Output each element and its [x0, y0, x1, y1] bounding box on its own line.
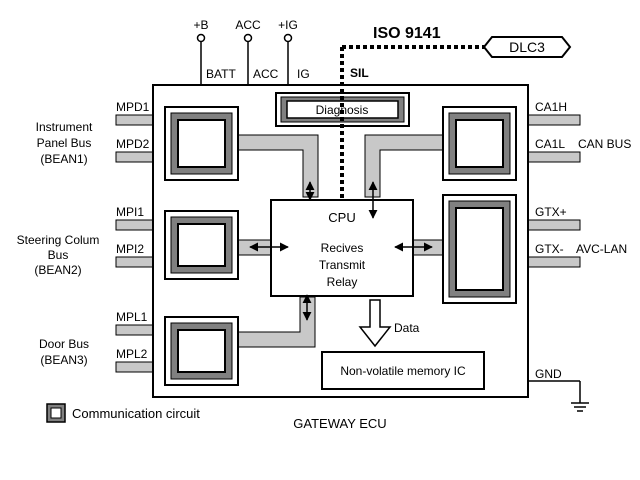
ecu-label: GATEWAY ECU: [293, 416, 386, 431]
terminal-ig-icon: [283, 33, 293, 43]
sil-label: SIL: [350, 66, 369, 80]
avc-lan-label: AVC-LAN: [576, 242, 627, 256]
cpu-line-2: Transmit: [319, 258, 366, 272]
steering-bus-line3: (BEAN2): [34, 263, 81, 277]
input-batt-label: BATT: [206, 67, 236, 81]
pin-ca1h-label: CA1H: [535, 100, 567, 114]
data-arrow-icon: [358, 299, 392, 348]
door-bus-line1: Door Bus: [39, 337, 89, 351]
iso-label: ISO 9141: [373, 25, 441, 42]
legend-communication-circuit-icon: [46, 403, 66, 423]
pin-b-label: +B: [193, 18, 208, 32]
terminal-b-icon: [196, 33, 206, 43]
pin-mpd1-label: MPD1: [116, 100, 150, 114]
pin-mpd2-label: MPD2: [116, 137, 150, 151]
pin-ig-label: +IG: [278, 18, 298, 32]
pin-mpl1-label: MPL1: [116, 310, 148, 324]
pin-gtx-plus-label: GTX+: [535, 205, 567, 219]
comm-circuit-door: [164, 316, 239, 386]
steering-bus-line1: Steering Colum: [17, 233, 100, 247]
instrument-bus-line1: Instrument: [36, 120, 93, 134]
instrument-bus-line2: Panel Bus: [37, 136, 92, 150]
door-bus-line2: (BEAN3): [40, 353, 87, 367]
power-pins: [196, 33, 293, 85]
comm-circuit-steering: [164, 210, 239, 280]
sil-line: [340, 45, 488, 200]
pin-mpl2-label: MPL2: [116, 347, 148, 361]
terminal-acc-icon: [243, 33, 253, 43]
input-ig-label: IG: [297, 67, 310, 81]
pin-mpi1-label: MPI1: [116, 205, 144, 219]
data-label: Data: [394, 321, 420, 335]
data-flow-arrows: [249, 181, 433, 321]
dlc3-label: DLC3: [509, 39, 545, 55]
can-bus-label: CAN BUS: [578, 137, 631, 151]
memory-box: [321, 351, 485, 390]
comm-circuit-can: [442, 106, 517, 181]
pin-mpi2-label: MPI2: [116, 242, 144, 256]
pin-gtx-minus-label: GTX-: [535, 242, 564, 256]
gnd-label: GND: [535, 367, 562, 381]
cpu-title: CPU: [328, 210, 355, 225]
pin-acc-label: ACC: [235, 18, 261, 32]
steering-bus-line2: Bus: [48, 248, 69, 262]
comm-circuit-instrument: [164, 106, 239, 181]
input-acc-label: ACC: [253, 67, 279, 81]
legend-label: Communication circuit: [72, 406, 200, 421]
cpu-line-1: Recives: [321, 241, 364, 255]
memory-label: Non-volatile memory IC: [340, 364, 466, 378]
comm-circuit-avc: [442, 194, 517, 304]
instrument-bus-line3: (BEAN1): [40, 152, 87, 166]
pin-ca1l-label: CA1L: [535, 137, 565, 151]
cpu-line-3: Relay: [327, 275, 358, 289]
dlc3-connector-icon: [482, 36, 572, 58]
ground-icon: [528, 380, 589, 412]
